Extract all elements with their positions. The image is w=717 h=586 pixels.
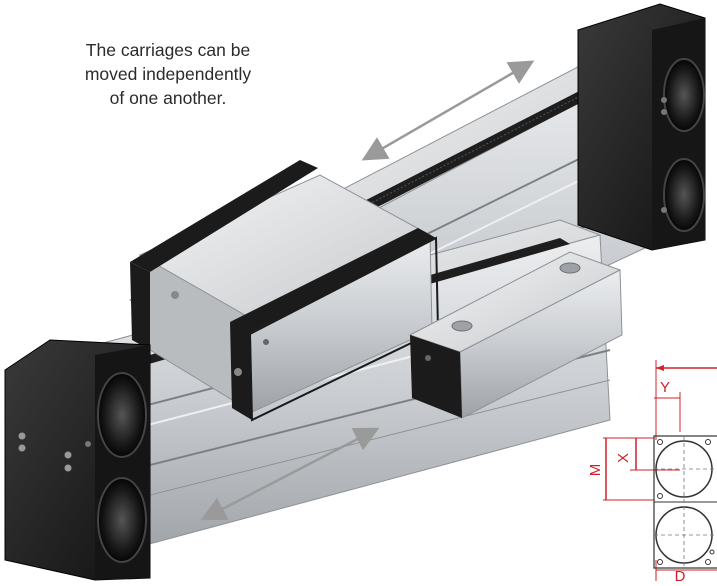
double-headed-arrow-icon <box>361 60 535 161</box>
dimension-label-y: Y <box>660 379 670 396</box>
double-headed-arrow-icon <box>200 427 380 521</box>
dimension-label-d: D <box>675 568 686 581</box>
end-block-left <box>4 339 151 581</box>
carriage-caption: The carriages can be moved independently… <box>48 38 288 110</box>
dimension-label-m: M <box>587 464 604 477</box>
dimension-drawing: Y X M D <box>587 360 717 585</box>
caption-line: of one another. <box>109 88 227 108</box>
end-block-right <box>577 3 706 251</box>
carriage-large <box>130 160 440 422</box>
caption-line: The carriages can be <box>85 40 251 60</box>
caption-line: moved independently <box>84 64 252 84</box>
dimension-label-x: X <box>615 453 632 463</box>
carriage-small <box>408 251 623 419</box>
